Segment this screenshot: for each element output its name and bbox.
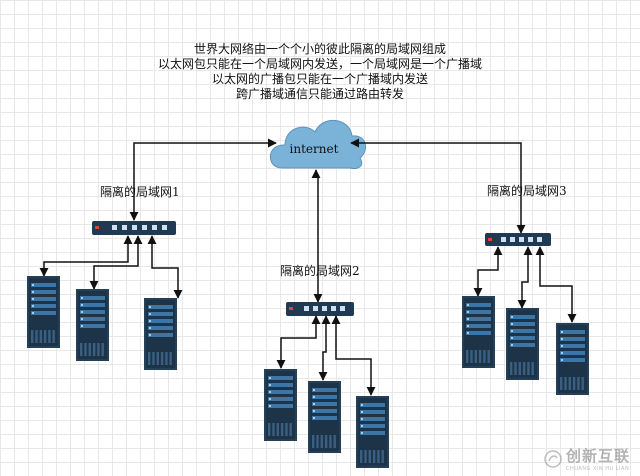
uplink-lan-2 <box>311 169 323 303</box>
server-lan1-1-icon <box>27 276 60 348</box>
watermark-text: 创新互联 <box>565 447 630 465</box>
server-lan3-3-icon <box>556 323 589 395</box>
server-lan2-1-icon <box>264 369 297 441</box>
server-lan1-2-icon <box>76 289 109 361</box>
server-lan2-3-icon <box>356 396 389 468</box>
cloud-label: internet <box>290 142 339 156</box>
link-lan3-server-1 <box>473 246 503 297</box>
link-lan1-server-3 <box>147 235 183 299</box>
server-lan2-2-icon <box>308 381 341 453</box>
link-lan2-server-1 <box>276 315 321 369</box>
server-lan3-1-icon <box>462 296 495 368</box>
watermark-subtext: CHUANG XIN HU LIAN <box>565 466 630 472</box>
link-lan3-server-3 <box>535 246 577 323</box>
switch-lan-1 <box>92 221 176 235</box>
server-lan1-3-icon <box>144 298 177 370</box>
link-lan2-server-3 <box>331 315 376 396</box>
internet-cloud-icon: internet <box>269 119 367 169</box>
logo-icon <box>544 449 562 468</box>
caption-line-4: 跨广播域通信只能通过路由转发 <box>235 87 404 101</box>
uplinks <box>129 138 526 303</box>
link-lan1-server-1 <box>39 235 133 277</box>
switch-lan-3 <box>485 233 551 246</box>
link-lan2-server-2 <box>318 315 331 381</box>
server-links <box>39 235 577 396</box>
caption-line-2: 以太网包只能在一个局域网内发送，一个局域网是一个广播域 <box>157 57 482 71</box>
caption-line-1: 世界大网络由一个个小的彼此隔离的局域网组成 <box>193 42 446 56</box>
uplink-lan-1 <box>129 138 277 221</box>
server-lan3-2-icon <box>506 308 539 380</box>
servers <box>27 276 589 468</box>
link-lan3-server-2 <box>517 246 533 309</box>
switch-lan-2 <box>286 302 354 316</box>
caption-line-3: 以太网的广播包只能在一个广播域内发送 <box>211 72 428 86</box>
uplink-lan-3 <box>350 138 526 234</box>
link-lan1-server-2 <box>89 235 143 290</box>
watermark: 创新互联 CHUANG XIN HU LIAN <box>544 445 630 472</box>
